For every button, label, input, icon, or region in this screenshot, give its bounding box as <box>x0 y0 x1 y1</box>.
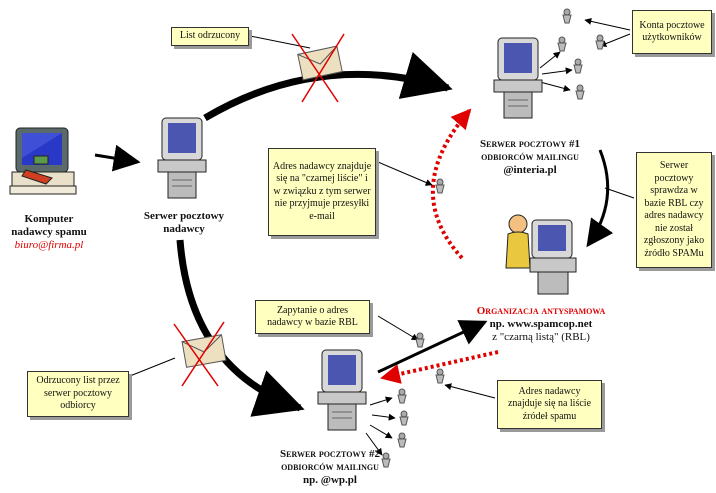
flow-arrow-to-server1 <box>203 51 453 122</box>
antispam-operator-icon <box>505 214 577 295</box>
label-antispam-org: Organizacja antyspamowa np. www.spamcop.… <box>446 305 636 345</box>
note-rejected-letter: List odrzucony <box>171 27 249 46</box>
pointer-user-accounts-1 <box>584 17 631 31</box>
sender-email: biuro@firma.pl <box>14 239 84 252</box>
sender-server-title: Serwer pocztowy <box>143 210 225 222</box>
server1-subtitle: odbiorców mailingu <box>481 151 579 164</box>
antispam-site: np. www.spamcop.net <box>489 318 593 331</box>
distribute-arrow <box>539 51 561 69</box>
server1-domain: @interia.pl <box>503 164 557 177</box>
label-sender-computer: Komputer nadawcy spamu biuro@firma.pl <box>0 213 98 253</box>
rbl-query-arrow <box>377 320 488 374</box>
user-account-icon <box>397 388 407 404</box>
distribute-arrow <box>369 396 393 406</box>
pointer-spam-source <box>444 383 496 399</box>
flow-arrow-sender-to-server <box>94 144 141 172</box>
note-rbl-check: Serwer pocztowy sprawdza w bazie RBL czy… <box>636 152 712 268</box>
user-account-icon <box>557 36 567 52</box>
sender-subtitle: nadawcy spamu <box>11 226 87 239</box>
distribute-arrow <box>539 81 571 92</box>
pointer-rbl-query <box>377 315 419 341</box>
server1-title: Serwer pocztowy #1 <box>480 138 580 150</box>
user-account-icon <box>399 410 409 426</box>
note-rbl-query: Zapytanie o adres nadawcy w bazie RBL <box>255 300 370 334</box>
user-account-icon <box>575 84 585 100</box>
label-sender-server: Serwer pocztowy nadawcy <box>132 210 236 236</box>
user-account-icon <box>595 34 605 50</box>
pointer-user-accounts-2 <box>599 33 631 47</box>
server-icon <box>317 349 367 431</box>
note-rejected-by-server: Odrzucony list przez serwer pocztowy odb… <box>27 371 129 417</box>
label-server-1: Serwer pocztowy #1 odbiorców mailingu @i… <box>465 138 595 178</box>
user-account-icon <box>381 452 391 468</box>
sender-title: Komputer <box>24 213 74 225</box>
user-account-icon <box>573 58 583 74</box>
pointer-blacklist <box>377 161 433 186</box>
user-account-icon <box>397 432 407 448</box>
distribute-arrow <box>369 424 393 439</box>
note-user-accounts: Konta pocztowe użytkowników <box>632 10 712 54</box>
distribute-arrow <box>541 67 573 75</box>
user-account-icon <box>435 178 445 194</box>
antispam-blacklist: z "czarną listą" (RBL) <box>492 331 590 344</box>
envelope-icon <box>291 33 345 103</box>
server2-title: Serwer pocztowy #2 <box>280 448 380 460</box>
rbl-reply-arrow-1 <box>431 108 472 260</box>
label-server-2: Serwer pocztowy #2 odbiorców mailingu np… <box>265 448 395 488</box>
computer-icon <box>9 127 77 195</box>
server2-subtitle: odbiorców mailingu <box>281 461 379 474</box>
distribute-arrow <box>365 432 383 456</box>
sender-server-subtitle: nadawcy <box>163 223 205 236</box>
server-icon <box>157 117 207 199</box>
antispam-title: Organizacja antyspamowa <box>476 305 606 317</box>
envelope-icon <box>173 321 227 387</box>
distribute-arrow <box>371 413 396 421</box>
server2-domain: np. @wp.pl <box>303 474 357 487</box>
note-blacklist-info: Adres nadawcy znajduje się na "czarnej l… <box>268 148 376 236</box>
user-account-icon <box>415 332 425 348</box>
server-icon <box>493 37 543 119</box>
user-account-icon <box>562 8 572 24</box>
note-spam-source: Adres nadawcy znajduje się na liście źró… <box>497 380 602 429</box>
rbl-reply-arrow-2 <box>380 350 499 384</box>
flow-arrow-server1-to-antispam <box>586 149 614 248</box>
pointer-rbl-check <box>604 187 635 199</box>
user-account-icon <box>435 368 445 384</box>
